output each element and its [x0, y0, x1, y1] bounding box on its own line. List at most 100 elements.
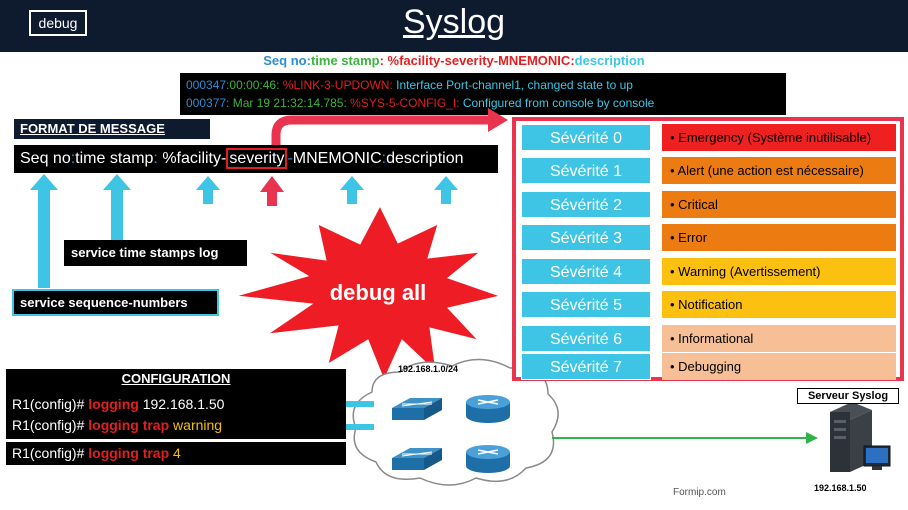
server-label: Serveur Syslog: [797, 388, 899, 404]
subnet-label: 192.168.1.0/24: [398, 364, 459, 374]
severity-level: Sévérité 5: [521, 291, 651, 318]
log-sep: :: [276, 78, 283, 92]
config-keyword: logging: [88, 396, 139, 412]
arrow-severity: [260, 176, 284, 206]
log-description: Configured from console by console: [462, 96, 655, 110]
severity-description: • Debugging: [662, 353, 896, 380]
severity-level: Sévérité 3: [521, 224, 651, 251]
format-severity: severity: [226, 148, 288, 169]
format-line: Seq no:time stamp: %facility-severity-MN…: [14, 145, 498, 173]
severity-link-arrow: [271, 115, 490, 150]
format-description: description: [386, 150, 464, 167]
log-line: 000377: Mar 19 21:32:14.785: %SYS-5-CONF…: [186, 94, 780, 112]
credit-text: Formip.com: [673, 487, 726, 498]
severity-row: Sévérité 5 • Notification: [521, 291, 897, 318]
config-keyword: logging trap: [88, 445, 170, 461]
config-line: R1(config)# logging 192.168.1.50: [12, 396, 224, 412]
format-arrows: [30, 174, 458, 288]
severity-description: • Error: [662, 224, 896, 251]
subtitle-colon: :: [379, 53, 384, 68]
arrow-description: [434, 176, 458, 204]
format-colon: :: [381, 150, 387, 167]
severity-description: • Alert (une action est nécessaire): [662, 157, 896, 184]
format-colon: :: [153, 150, 158, 167]
log-seq: 000377: [186, 96, 227, 110]
config-value: warning: [169, 417, 223, 433]
config-keyword: logging trap: [88, 417, 170, 433]
severity-description: • Notification: [662, 291, 896, 318]
subtitle-colon: :: [570, 53, 575, 68]
subtitle-facility: %facility-severity-MNEMONIC: [383, 53, 571, 68]
log-timestamp: Mar 19 21:32:14.785: [232, 96, 344, 110]
server-ip: 192.168.1.50: [814, 483, 867, 493]
log-timestamp: 00:00:46: [229, 78, 277, 92]
log-sep: :: [226, 78, 230, 92]
title-bar: debug Syslog: [0, 0, 908, 52]
subtitle-description: description: [574, 53, 645, 68]
severity-row: Sévérité 6 • Informational: [521, 325, 897, 352]
severity-level: Sévérité 6: [521, 325, 651, 352]
severity-level: Sévérité 1: [521, 157, 651, 184]
severity-level: Sévérité 2: [521, 191, 651, 218]
service-timestamps-command: service time stamps log: [64, 240, 247, 266]
link-arrowhead: [806, 432, 818, 444]
page-title: Syslog: [402, 3, 506, 41]
log-facility: %LINK-3-UPDOWN: [282, 78, 390, 92]
severity-description: • Emergency (Système inutilisable): [662, 124, 896, 151]
log-line: 000347:00:00:46: %LINK-3-UPDOWN: Interfa…: [186, 76, 780, 94]
subtitle-seq: Seq no: [263, 53, 307, 68]
service-sequence-command: service sequence-numbers: [12, 289, 219, 316]
severity-description: • Critical: [662, 191, 896, 218]
severity-row: Sévérité 7 • Debugging: [521, 353, 897, 380]
arrow-timestamp: [103, 174, 131, 240]
log-seq: 000347: [186, 78, 227, 92]
log-sep: :: [343, 96, 351, 110]
arrow-seq: [30, 174, 58, 288]
configuration-box-alt: R1(config)# logging trap 4: [6, 442, 346, 465]
syslog-format-subtitle: Seq no:time stamp: %facility-severity-MN…: [0, 53, 908, 68]
severity-row: Sévérité 1 • Alert (une action est néces…: [521, 157, 897, 184]
severity-row: Sévérité 2 • Critical: [521, 191, 897, 218]
log-sep: :: [456, 96, 463, 110]
server-icon: [830, 402, 891, 472]
format-dash: -: [287, 150, 293, 167]
config-line: R1(config)# logging trap warning: [12, 417, 222, 433]
log-sep: :: [389, 78, 397, 92]
config-line: R1(config)# logging trap 4: [12, 445, 181, 461]
debug-all-label: debug all: [329, 280, 427, 305]
format-timestamp: time stamp: [75, 150, 154, 167]
log-example-box: 000347:00:00:46: %LINK-3-UPDOWN: Interfa…: [180, 73, 786, 115]
log-sep: :: [226, 96, 233, 110]
format-facility: %facility-: [157, 150, 227, 167]
severity-row: Sévérité 4 • Warning (Avertissement): [521, 258, 897, 285]
log-facility: %SYS-5-CONFIG_I: [350, 96, 457, 110]
format-seq: Seq no: [20, 150, 71, 167]
severity-level: Sévérité 0: [521, 124, 651, 151]
severity-link-arrowhead: [488, 108, 508, 132]
config-prompt: R1(config)#: [12, 417, 89, 433]
severity-row: Sévérité 3 • Error: [521, 224, 897, 251]
config-prompt: R1(config)#: [12, 396, 89, 412]
format-mnemonic: MNEMONIC: [292, 150, 382, 167]
config-prompt: R1(config)#: [12, 445, 89, 461]
log-description: Interface Port-channel1, changed state t…: [396, 78, 633, 92]
severity-row: Sévérité 0 • Emergency (Système inutilis…: [521, 124, 897, 151]
configuration-box: CONFIGURATION R1(config)# logging 192.16…: [6, 369, 346, 439]
router-icon: [466, 445, 510, 473]
configuration-heading: CONFIGURATION: [121, 371, 231, 386]
config-value: 192.168.1.50: [138, 396, 225, 412]
severity-level: Sévérité 7: [521, 353, 651, 380]
router-icon: [466, 395, 510, 423]
switch-icon: [392, 398, 442, 420]
format-heading: FORMAT DE MESSAGE: [14, 119, 210, 139]
switch-icon: [392, 448, 442, 470]
severity-description: • Warning (Avertissement): [662, 258, 896, 285]
arrow-facility: [196, 176, 220, 204]
subtitle-colon: :: [306, 53, 311, 68]
severity-table: Sévérité 0 • Emergency (Système inutilis…: [512, 117, 904, 381]
severity-description: • Informational: [662, 325, 896, 352]
severity-level: Sévérité 4: [521, 258, 651, 285]
subtitle-timestamp: time stamp: [310, 53, 380, 68]
